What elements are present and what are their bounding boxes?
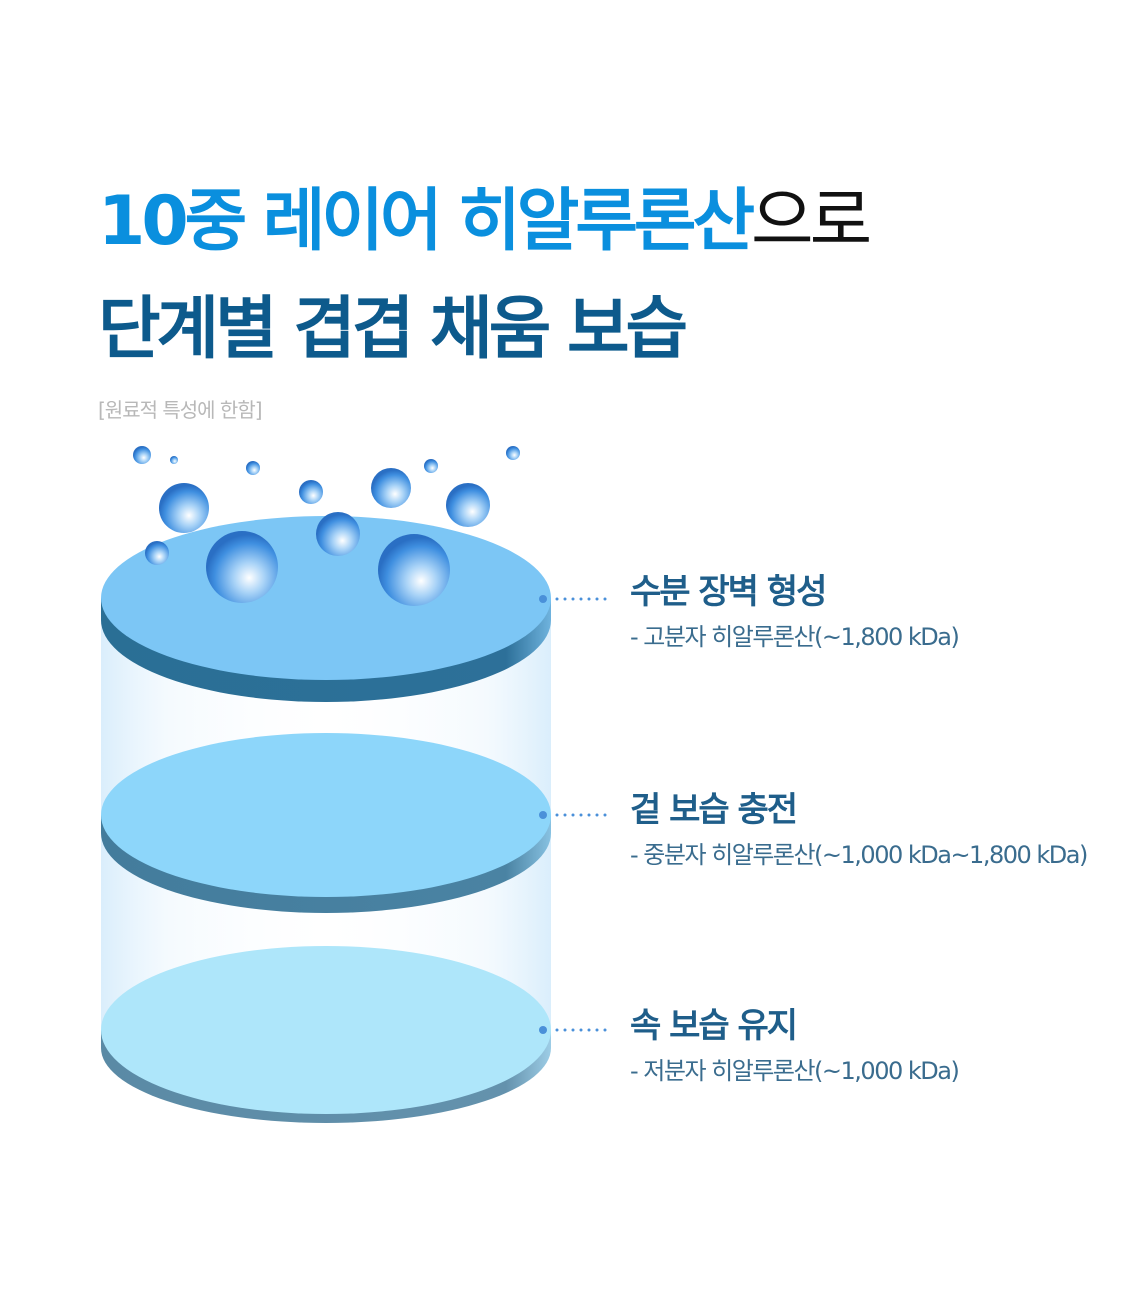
connector-1 (539, 595, 607, 603)
headline-line-1: 10중 레이어 히알루론산으로 (98, 188, 872, 256)
layer-description: - 고분자 히알루론산(~1,800 kDa) (630, 623, 960, 652)
layer-description: - 저분자 히알루론산(~1,000 kDa) (630, 1057, 960, 1086)
disclaimer-note: [원료적 특성에 한함] (98, 398, 263, 422)
headline-line-2: 단계별 겹겹 채움 보습 (98, 290, 688, 369)
headline-highlight: 10중 레이어 히알루론산 (98, 182, 755, 261)
layer-label-top: 수분 장벽 형성 - 고분자 히알루론산(~1,800 kDa) (630, 572, 960, 652)
disc-bottom (101, 946, 551, 1123)
headline-suffix: 으로 (751, 182, 872, 261)
layer-title: 속 보습 유지 (630, 1006, 798, 1046)
layer-label-bottom: 속 보습 유지 - 저분자 히알루론산(~1,000 kDa) (630, 1006, 960, 1086)
disc-middle (101, 733, 551, 913)
connector-2 (539, 811, 607, 819)
layer-title: 겉 보습 충전 (630, 790, 798, 830)
layer-title: 수분 장벽 형성 (630, 572, 827, 612)
water-droplets (133, 446, 520, 606)
layer-description: - 중분자 히알루론산(~1,000 kDa~1,800 kDa) (630, 841, 1088, 870)
layer-label-middle: 겉 보습 충전 - 중분자 히알루론산(~1,000 kDa~1,800 kDa… (630, 790, 1088, 870)
connector-3 (539, 1026, 607, 1034)
